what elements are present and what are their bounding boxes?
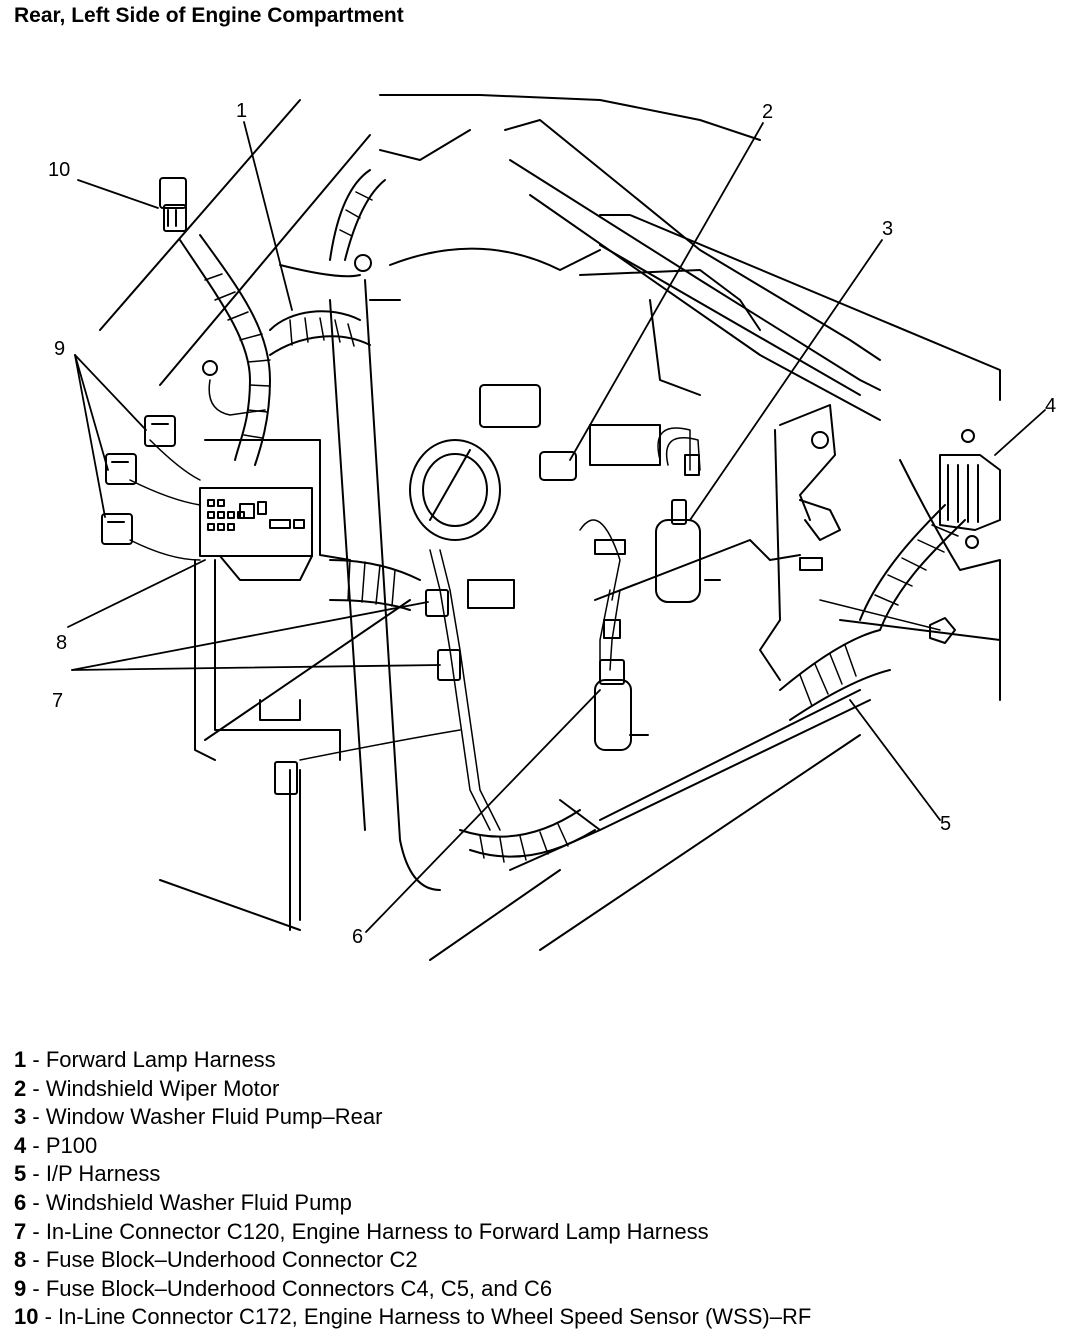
legend-item: 8 - Fuse Block–Underhood Connector C2 — [14, 1247, 418, 1273]
callout-10: 10 — [48, 159, 70, 181]
legend-list: 1 - Forward Lamp Harness 2 - Windshield … — [14, 1046, 811, 1332]
front-washer-pump — [594, 619, 649, 751]
legend-item: 1 - Forward Lamp Harness — [14, 1047, 276, 1072]
misc-fasteners — [202, 254, 956, 644]
legend-item: 2 - Windshield Wiper Motor — [14, 1075, 280, 1101]
legend-item: 5 - I/P Harness — [14, 1161, 161, 1187]
callout-5: 5 — [940, 813, 951, 835]
callout-3: 3 — [882, 218, 893, 240]
connector-c120 — [274, 589, 461, 795]
legend-item: 3 - Window Washer Fluid Pump–Rear — [14, 1104, 383, 1130]
callout-7: 7 — [52, 690, 63, 712]
engine-compartment-diagram: 1 2 3 4 5 6 7 8 9 10 — [0, 30, 1088, 1040]
callout-6: 6 — [352, 926, 363, 948]
wire-runs — [129, 379, 941, 831]
legend-item: 6 - Windshield Washer Fluid Pump — [14, 1189, 352, 1215]
fuse-block — [199, 487, 313, 581]
p100-connector — [939, 429, 1001, 549]
callout-labels: 1 2 3 4 5 6 7 8 9 10 — [48, 100, 1056, 948]
callout-9: 9 — [54, 338, 65, 360]
connectors-c4-c5-c6 — [101, 415, 176, 545]
callout-1: 1 — [236, 100, 247, 122]
connector-c172 — [159, 177, 187, 232]
callout-2: 2 — [762, 101, 773, 123]
legend-item: 7 - In-Line Connector C120, Engine Harne… — [14, 1218, 709, 1244]
wiper-motor — [409, 384, 577, 541]
leader-lines — [67, 121, 1046, 933]
callout-4: 4 — [1045, 395, 1056, 417]
legend-item: 10 - In-Line Connector C172, Engine Harn… — [14, 1304, 812, 1330]
body-panel-lines — [99, 94, 1001, 961]
callout-8: 8 — [56, 632, 67, 654]
wiring-harness-looms — [179, 169, 966, 863]
legend-item: 4 - P100 — [14, 1132, 98, 1158]
rear-washer-pump — [655, 454, 721, 603]
page-title: Rear, Left Side of Engine Compartment — [14, 4, 404, 27]
legend-item: 9 - Fuse Block–Underhood Connectors C4, … — [14, 1275, 553, 1301]
forward-lamp-harness-post — [329, 279, 441, 891]
